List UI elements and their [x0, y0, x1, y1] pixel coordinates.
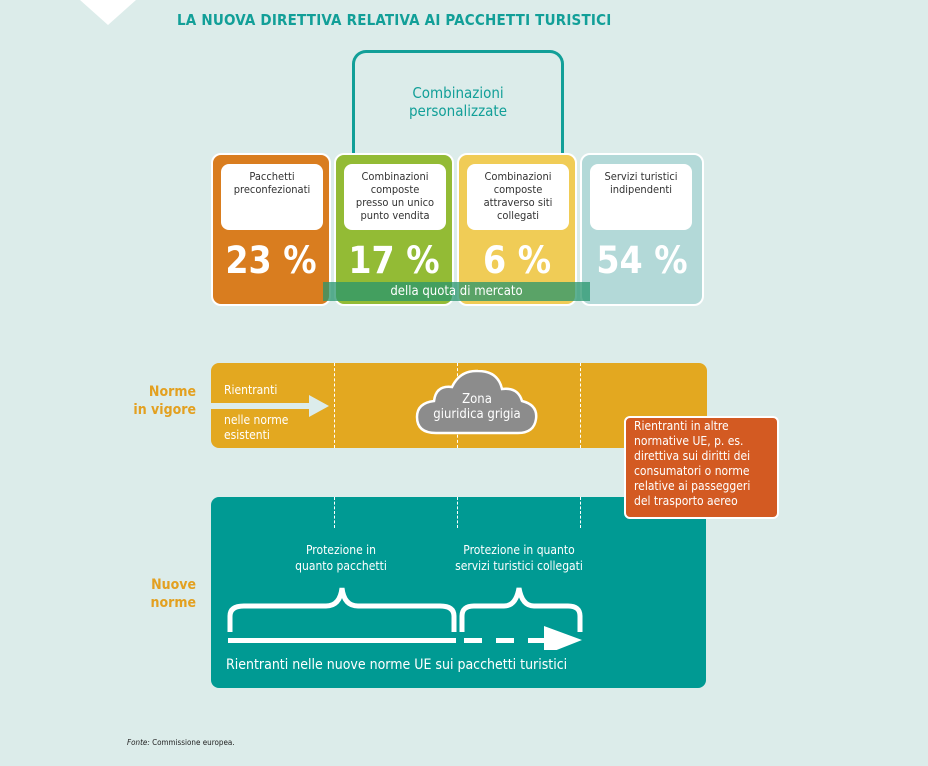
arrow-top-text: Rientranti: [224, 383, 278, 397]
braces-arrow-icon: [227, 587, 583, 650]
other-eu-rules-box: Rientranti in altre normative UE, p. es.…: [624, 416, 779, 519]
share-value: 54 %: [596, 239, 688, 282]
new-rules-bottom-text: Rientranti nelle nuove norme UE sui pacc…: [226, 657, 568, 673]
share-value: 17 %: [348, 239, 440, 282]
corner-triangle: [80, 0, 136, 25]
divider: [457, 497, 458, 528]
new-rules-band: [211, 497, 706, 688]
share-value: 6 %: [482, 239, 552, 282]
market-share-band: della quota di mercato: [323, 282, 590, 301]
divider: [580, 497, 581, 528]
source-note: Fonte: Commissione europea.: [127, 738, 235, 747]
arrow-icon: [211, 395, 329, 417]
page-title: LA NUOVA DIRETTIVA RELATIVA AI PACCHETTI…: [177, 11, 612, 29]
divider: [580, 363, 581, 448]
divider: [334, 497, 335, 528]
cloud-icon: [415, 369, 538, 435]
divider: [334, 363, 335, 448]
share-value: 23 %: [225, 239, 317, 282]
custom-combinations-bracket: [352, 50, 564, 163]
